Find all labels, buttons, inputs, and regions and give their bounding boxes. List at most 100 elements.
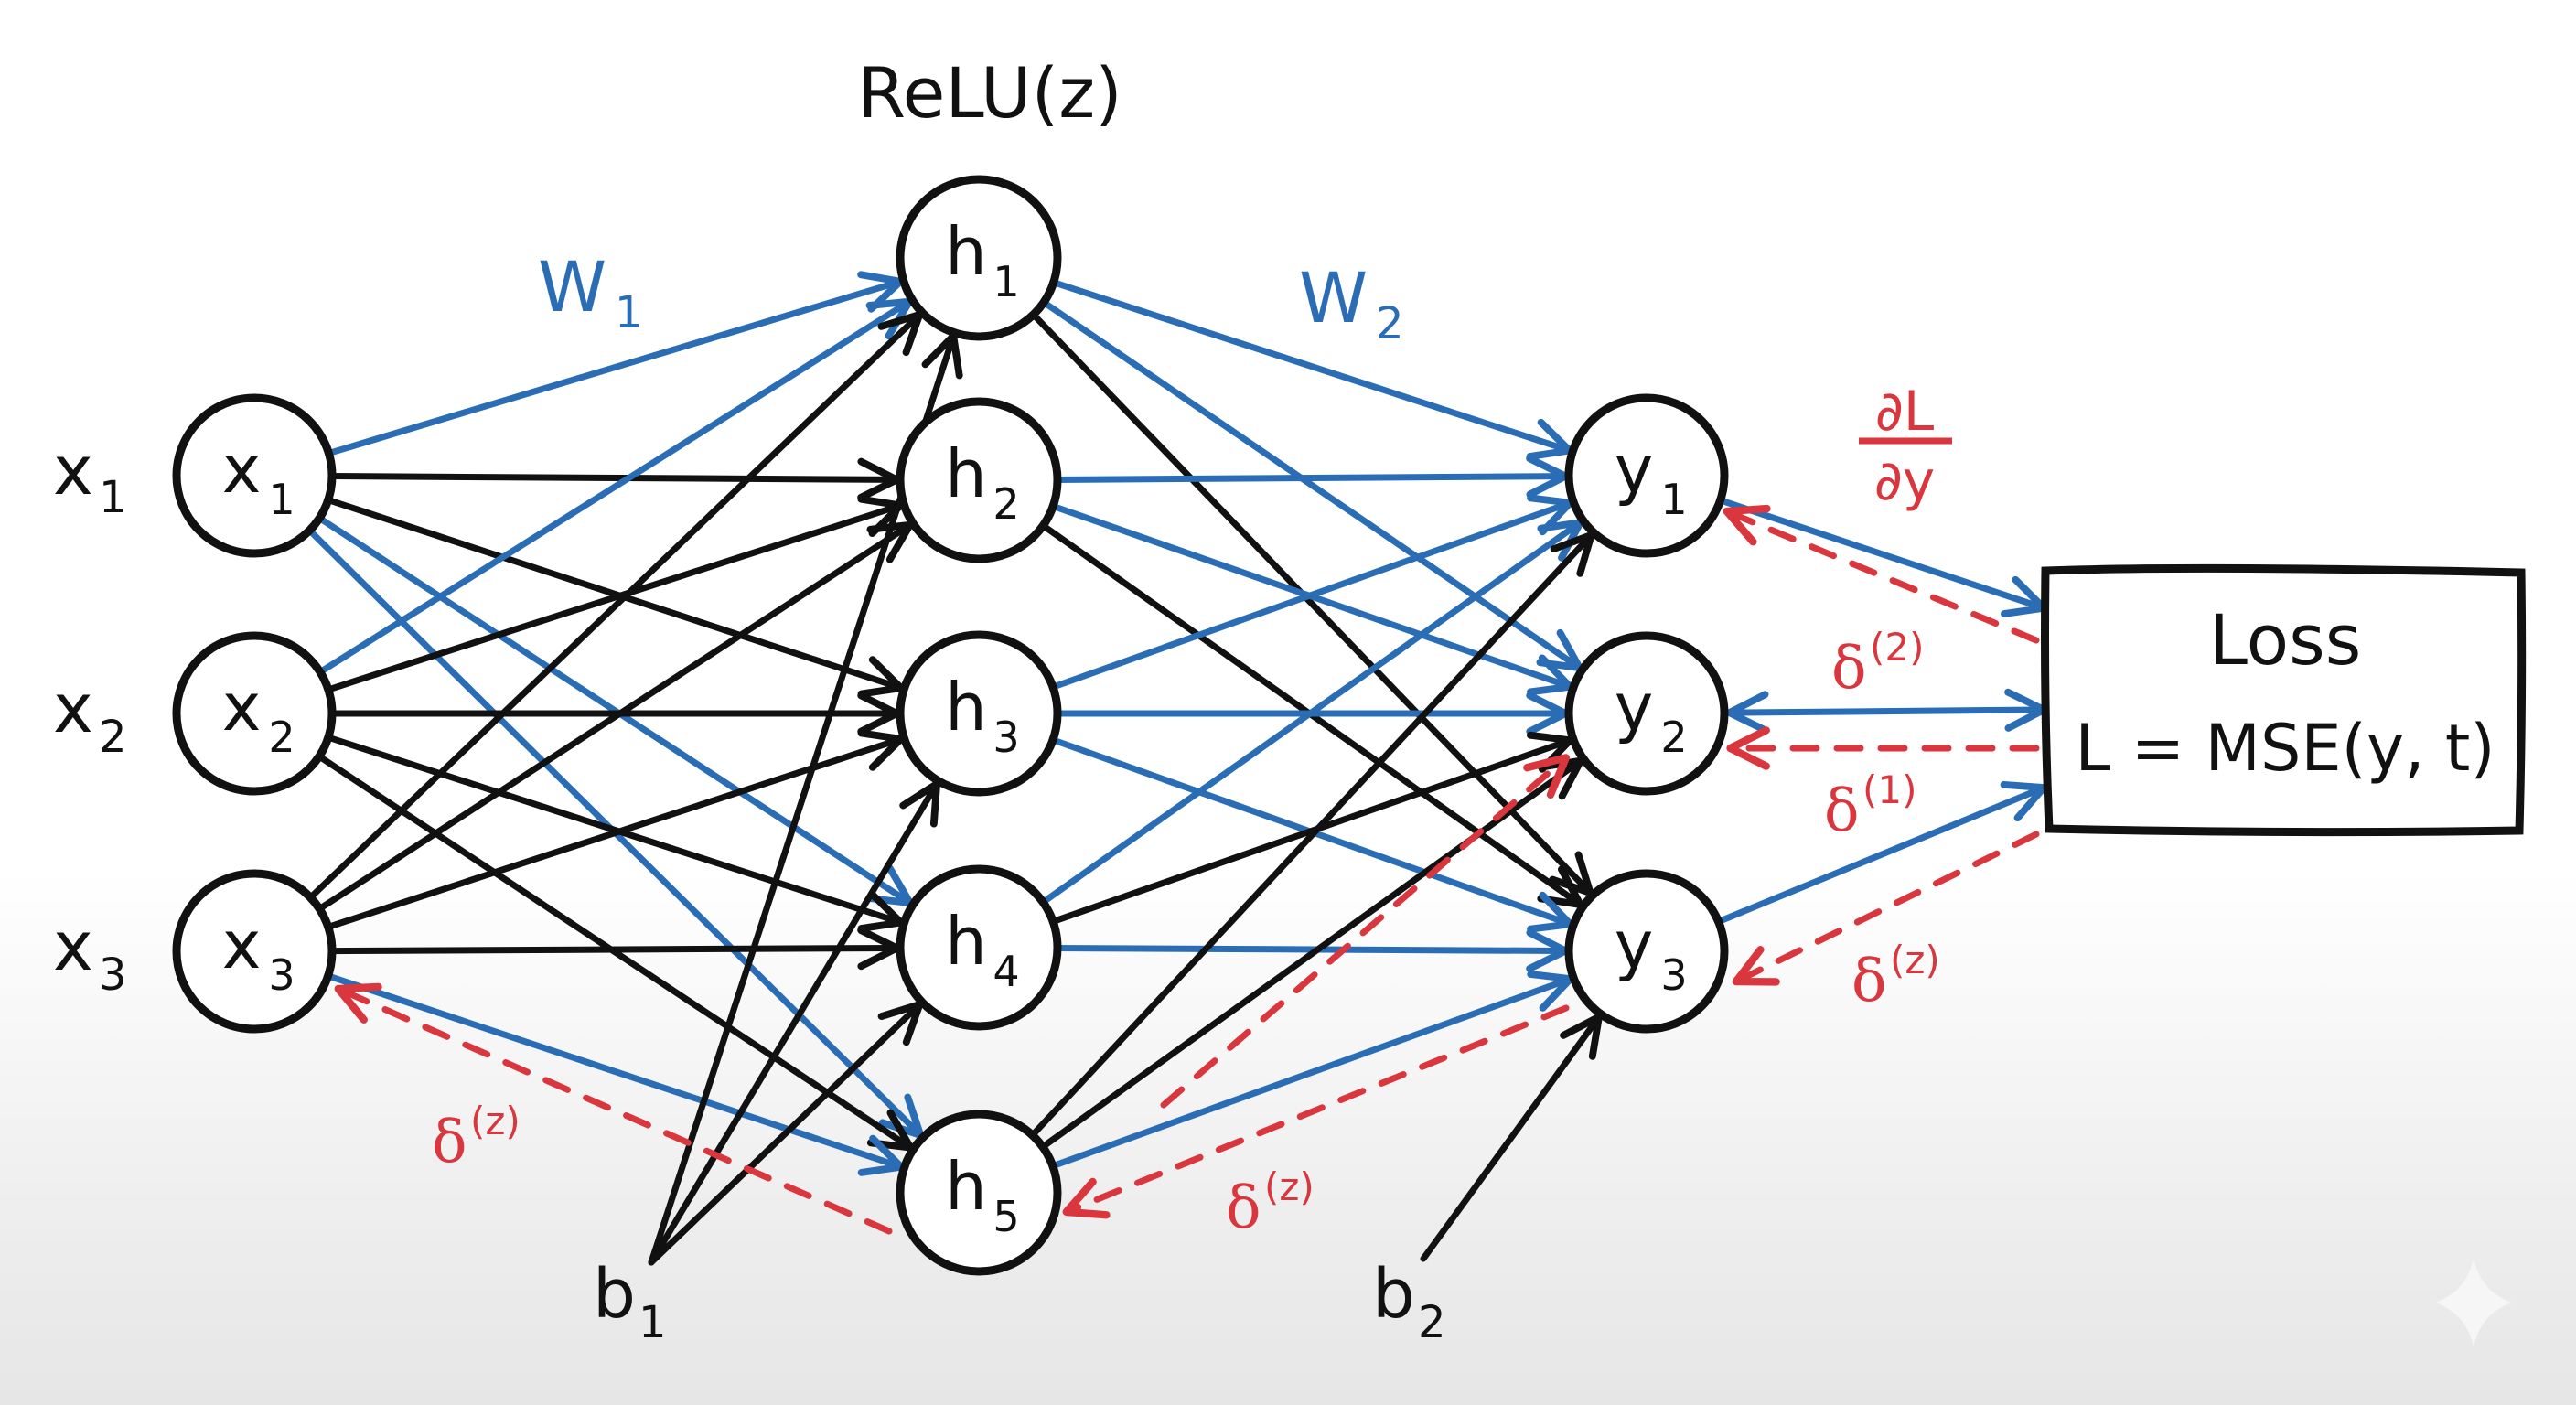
edge-x3-h2	[313, 520, 914, 915]
edge-h1-y2	[1037, 296, 1583, 672]
node-circle	[896, 1110, 1062, 1276]
input-side-label-x3: x 3	[53, 907, 127, 1001]
edge-x2-h1	[314, 297, 914, 678]
gradient-arrow-h5-y2	[1160, 754, 1571, 1109]
node-subscript: 1	[268, 475, 295, 524]
node-label: y	[1615, 431, 1654, 508]
bias-label-b1: b 1	[593, 1255, 667, 1348]
edge-h5-y3	[1046, 971, 1574, 1171]
node-label: h	[945, 213, 987, 290]
node-circle	[1564, 631, 1729, 796]
gradient-label-delta-z-hidden: δ (z)	[1226, 1164, 1315, 1242]
input-side-label-x2: x 2	[53, 670, 127, 763]
weight-label-w1: W 1	[538, 246, 643, 338]
svg-text:δ: δ	[1824, 778, 1860, 845]
node-circle	[896, 630, 1062, 797]
svg-text:δ: δ	[1852, 948, 1887, 1015]
gradient-arrow-loss-y3	[1732, 831, 2040, 986]
edge-h5-y2	[1036, 756, 1584, 1153]
loss-edge-y2	[1725, 688, 2048, 735]
edges-layer	[304, 271, 1595, 1176]
edge-h3-y1	[1046, 494, 1574, 692]
svg-text:x: x	[53, 670, 93, 748]
node-circle	[896, 397, 1062, 563]
svg-text:(1): (1)	[1862, 767, 1917, 812]
loss-edges-layer	[1715, 497, 2048, 926]
svg-text:x: x	[53, 432, 93, 510]
bias-edge-b1-h3	[648, 779, 941, 1266]
svg-text:δ: δ	[432, 1109, 467, 1176]
node-subscript: 3	[1660, 950, 1687, 1000]
svg-text:1: 1	[639, 1297, 667, 1348]
edge-h4-y3	[1050, 928, 1570, 972]
svg-text:1: 1	[615, 287, 643, 338]
svg-text:(z): (z)	[1264, 1164, 1315, 1209]
edge-x1-h1	[322, 271, 905, 458]
loss-box: Loss L = MSE(y, t)	[2041, 563, 2527, 837]
node-label: h	[945, 669, 987, 745]
svg-text:b: b	[1372, 1255, 1415, 1334]
gradient-label-delta2: δ (2)	[1831, 625, 1925, 702]
edge-x3-h4	[325, 927, 901, 971]
node-circle	[172, 393, 337, 558]
svg-text:∂L: ∂L	[1875, 380, 1935, 444]
node-subscript: 1	[1660, 475, 1687, 524]
svg-text:(2): (2)	[1870, 625, 1925, 670]
gradient-label-delta-z-input: δ (z)	[432, 1099, 521, 1176]
edge-x1-h4	[313, 512, 914, 907]
node-subscript: 5	[993, 1192, 1019, 1241]
node-subscript: 3	[993, 713, 1019, 762]
edge-x2-h2	[321, 495, 905, 694]
loss-edge-y1	[1717, 497, 2048, 617]
node-label: y	[1615, 669, 1654, 745]
svg-text:∂y: ∂y	[1874, 449, 1936, 513]
node-label: x	[222, 431, 262, 508]
gradient-flow-layer	[334, 504, 2040, 1235]
node-circle	[896, 864, 1062, 1031]
edge-x1-h2	[325, 457, 901, 501]
weight-label-w2: W 2	[1299, 257, 1404, 349]
svg-text:b: b	[593, 1255, 636, 1334]
node-label: h	[945, 903, 987, 980]
node-subscript: 3	[268, 950, 295, 1000]
sparkle-icon	[2435, 1259, 2512, 1346]
bias-label-b2: b 2	[1372, 1255, 1446, 1348]
node-label: x	[222, 669, 262, 745]
edge-h4-y2	[1046, 731, 1574, 927]
node-subscript: 2	[268, 713, 295, 762]
svg-text:x: x	[53, 907, 93, 986]
node-circle	[1564, 869, 1729, 1034]
svg-text:2: 2	[1418, 1297, 1446, 1348]
node-label: x	[222, 906, 262, 983]
edge-h1-y1	[1046, 277, 1573, 460]
svg-text:δ: δ	[1226, 1174, 1261, 1242]
gradient-label-dL-dy: ∂L ∂y	[1859, 380, 1952, 513]
node-circle	[172, 631, 337, 796]
svg-text:1: 1	[99, 472, 127, 523]
node-label: h	[945, 1148, 987, 1225]
loss-edge-y3	[1715, 780, 2048, 926]
svg-text:2: 2	[99, 712, 127, 763]
gradient-label-delta1: δ (1)	[1824, 767, 1917, 845]
loss-title: Loss	[2209, 599, 2362, 681]
bias-edge-b2-y3	[1420, 1013, 1603, 1262]
edge-x3-h3	[321, 729, 905, 932]
svg-text:W: W	[1299, 257, 1368, 338]
gradient-label-delta-z-loss: δ (z)	[1852, 938, 1940, 1015]
gradient-arrow-y3-h5	[1062, 1004, 1570, 1219]
edge-x3-h5	[321, 971, 905, 1176]
node-circle	[1564, 393, 1729, 558]
node-label: y	[1615, 906, 1654, 983]
svg-text:W: W	[538, 246, 606, 327]
